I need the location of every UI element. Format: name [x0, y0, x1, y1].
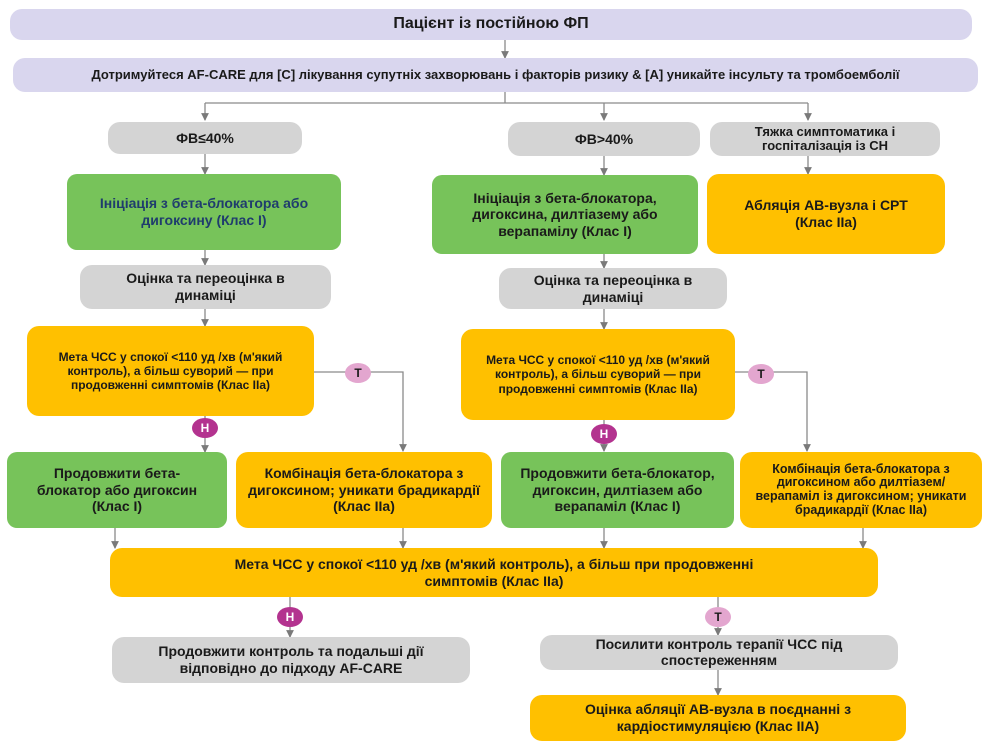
bottom-continue-box: Продовжити контроль та подальші дії відп…: [112, 637, 470, 683]
bottom-target-box: Мета ЧСС у спокої <110 уд /хв (м'який ко…: [110, 548, 878, 597]
left-target-box: Мета ЧСС у спокої <110 уд /хв (м'який ко…: [27, 326, 314, 416]
af-care-text: Дотримуйтеся AF-CARE для [С] лікування с…: [91, 67, 900, 83]
title-box: Пацієнт із постійною ФП: [10, 9, 972, 40]
mid-target-box: Мета ЧСС у спокої <110 уд /хв (м'який ко…: [461, 329, 735, 420]
bottom-intensify-text: Посилити контроль терапії ЧСС під спосте…: [595, 636, 843, 668]
bottom-intensify-box: Посилити контроль терапії ЧСС під спосте…: [540, 635, 898, 670]
bottom-ablation-text: Оцінка абляції АВ-вузла в поєднанні з ка…: [584, 701, 852, 734]
left-target-text: Мета ЧСС у спокої <110 уд /хв (м'який ко…: [58, 349, 283, 393]
mid-target-text: Мета ЧСС у спокої <110 уд /хв (м'який ко…: [486, 353, 710, 396]
bottom-no-badge: Н: [277, 607, 303, 627]
left-assess-text: Оцінка та переоцінка в динаміці: [126, 270, 285, 303]
left-assess-box: Оцінка та переоцінка в динаміці: [80, 265, 331, 309]
left-yes-badge: Т: [345, 363, 371, 383]
mid-no-badge: Н: [591, 424, 617, 444]
mid-init-box: Ініціація з бета-блокатора, дигоксина, д…: [432, 175, 698, 254]
mid-continue-box: Продовжити бета-блокатор, дигоксин, дилт…: [501, 452, 734, 528]
mid-init-text: Ініціація з бета-блокатора, дигоксина, д…: [472, 189, 658, 239]
right-ablation-box: Абляція АВ-вузла і СРТ (Клас IIa): [707, 174, 945, 254]
right-ablation-text: Абляція АВ-вузла і СРТ (Клас IIa): [744, 197, 908, 230]
mid-assess-text: Оцінка та переоцінка в динаміці: [533, 271, 693, 305]
ef-low-box: ФВ≤40%: [108, 122, 302, 154]
left-init-box: Ініціація з бета-блокатора або дигоксину…: [67, 174, 341, 250]
left-init-text: Ініціація з бета-блокатора або дигоксину…: [99, 195, 309, 228]
mid-continue-text: Продовжити бета-блокатор, дигоксин, дилт…: [520, 465, 715, 515]
bottom-yes-badge: Т: [705, 607, 731, 627]
mid-combo-text: Комбінація бета-блокатора з дигоксином а…: [755, 461, 967, 517]
left-continue-box: Продовжити бета-блокатор або дигоксин (К…: [7, 452, 227, 528]
bottom-continue-text: Продовжити контроль та подальші дії відп…: [158, 643, 424, 676]
bottom-target-text: Мета ЧСС у спокої <110 уд /хв (м'який ко…: [234, 555, 754, 589]
severe-symptoms-text: Тяжка симптоматика і госпіталізація із С…: [754, 123, 896, 153]
ef-high-box: ФВ>40%: [508, 122, 700, 156]
mid-combo-box: Комбінація бета-блокатора з дигоксином а…: [740, 452, 982, 528]
mid-assess-box: Оцінка та переоцінка в динаміці: [499, 268, 727, 309]
mid-yes-badge: Т: [748, 364, 774, 384]
af-care-box: Дотримуйтеся AF-CARE для [С] лікування с…: [13, 58, 978, 92]
bottom-ablation-box: Оцінка абляції АВ-вузла в поєднанні з ка…: [530, 695, 906, 741]
ef-low-text: ФВ≤40%: [176, 129, 234, 146]
severe-symptoms-box: Тяжка симптоматика і госпіталізація із С…: [710, 122, 940, 156]
left-continue-text: Продовжити бета-блокатор або дигоксин (К…: [36, 465, 198, 515]
ef-high-text: ФВ>40%: [574, 130, 634, 147]
left-no-badge: Н: [192, 418, 218, 438]
left-combo-text: Комбінація бета-блокатора з дигоксином; …: [248, 465, 480, 515]
left-combo-box: Комбінація бета-блокатора з дигоксином; …: [236, 452, 492, 528]
title-text: Пацієнт із постійною ФП: [393, 15, 589, 33]
